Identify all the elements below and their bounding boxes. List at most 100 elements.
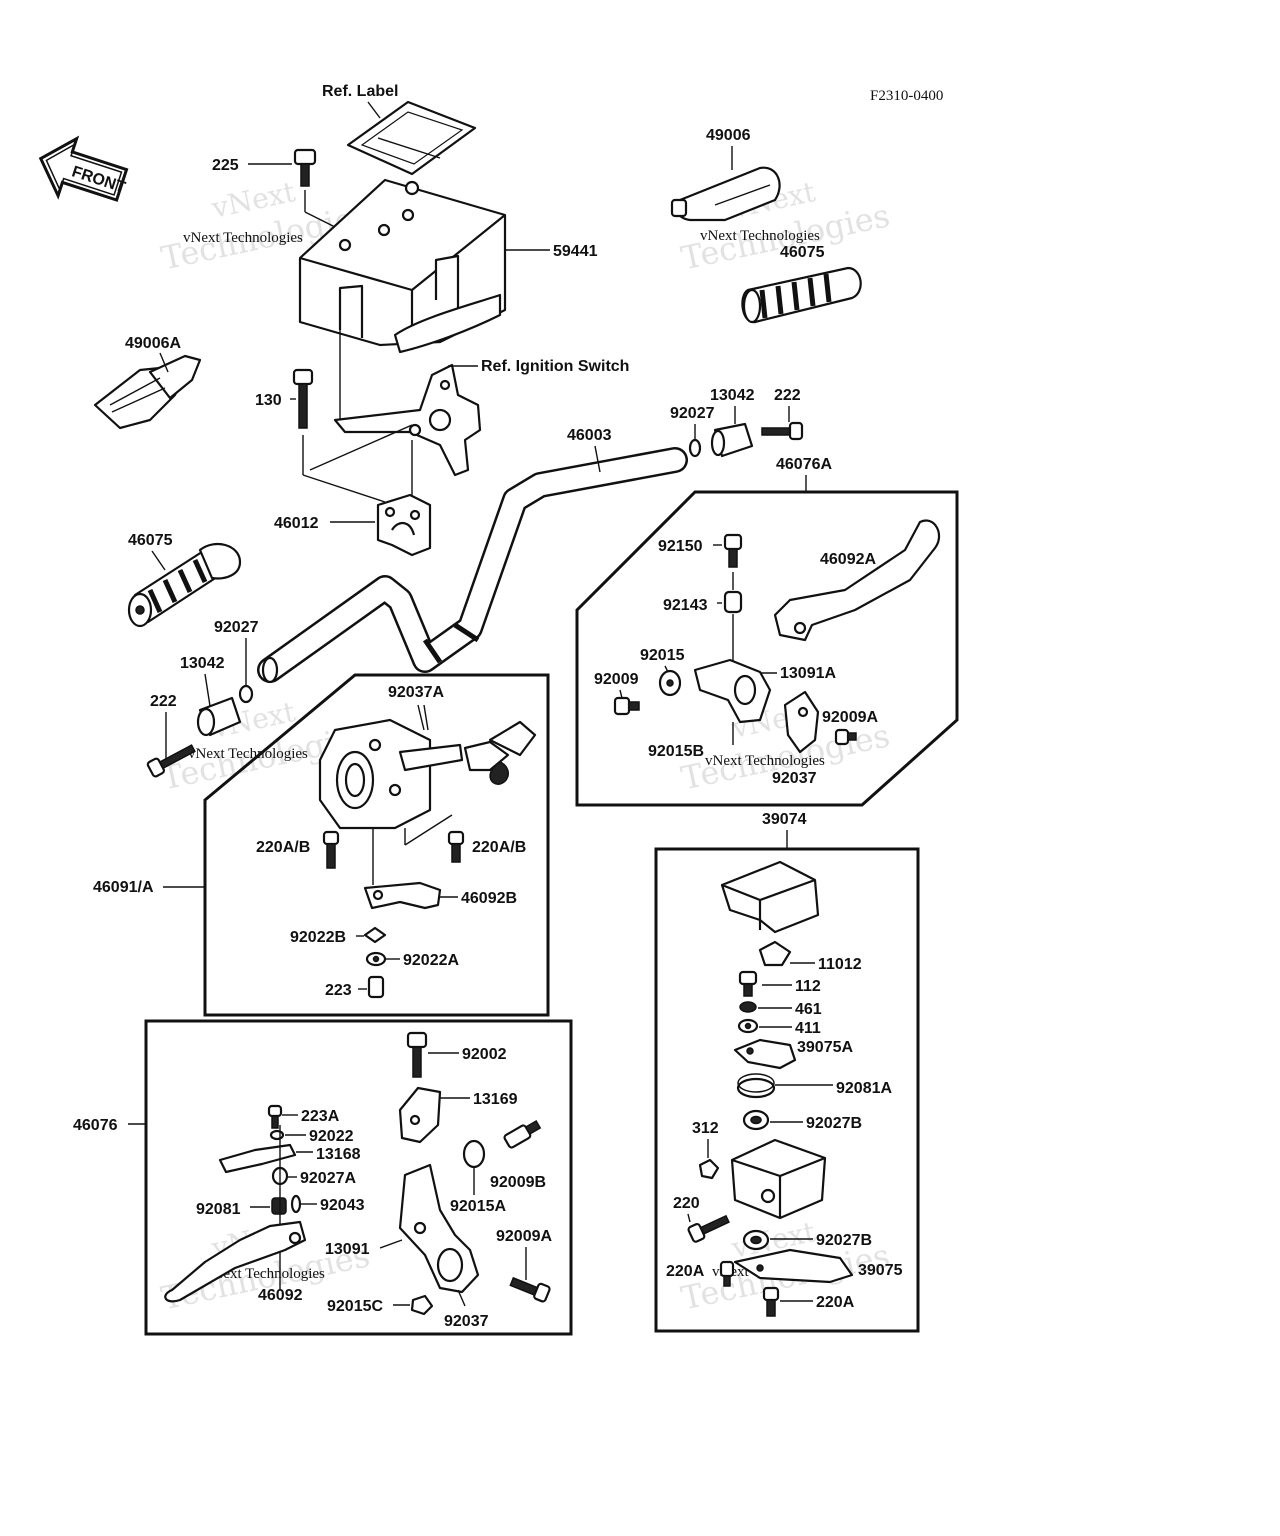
watermark-caption: vNext Technologies — [700, 228, 820, 244]
watermark-caption: vNext Technologies — [705, 753, 825, 769]
box-46091a — [203, 673, 550, 1017]
label-92022a: 92022A — [403, 952, 459, 969]
seal-92027b-lower — [742, 1229, 770, 1251]
screw-220a-left — [719, 1260, 735, 1287]
ignition-key — [463, 720, 537, 785]
washer-92022 — [269, 1129, 285, 1141]
screw-220ab-left — [322, 830, 340, 869]
label-222: 222 — [150, 693, 177, 710]
ignition-switch-bracket — [333, 363, 482, 477]
pin-92043 — [290, 1194, 302, 1214]
label-92043: 92043 — [320, 1197, 365, 1214]
brake-lever-46092 — [164, 1220, 307, 1303]
label-92015a: 92015A — [450, 1198, 506, 1215]
label-13091a: 13091A — [780, 665, 836, 682]
washer-92015 — [658, 669, 682, 697]
label-92015c: 92015C — [327, 1298, 383, 1315]
screw-92009a-bottom — [509, 1276, 551, 1303]
label-46075: 46075 — [128, 532, 173, 549]
washer-461 — [739, 1001, 757, 1013]
nut-312 — [698, 1158, 720, 1180]
label-39075: 39075 — [858, 1262, 903, 1279]
label-46092a: 46092A — [820, 551, 876, 568]
label-13042: 13042 — [180, 655, 225, 672]
label-222-top: 222 — [774, 387, 801, 404]
weight-13042 — [196, 696, 242, 737]
bolt-92002 — [406, 1031, 428, 1078]
label-461: 461 — [795, 1001, 822, 1018]
grip-46075 — [127, 542, 242, 628]
screw-92009a-right — [834, 728, 857, 746]
nut-92015c — [410, 1294, 434, 1316]
screw-220 — [687, 1214, 730, 1243]
collar-92143 — [723, 590, 743, 614]
lever-holder-13091 — [398, 1163, 480, 1294]
label-92022: 92022 — [309, 1128, 354, 1145]
label-92037a: 92037A — [388, 684, 444, 701]
throttle-case-cover — [720, 860, 820, 934]
label-13169: 13169 — [473, 1091, 518, 1108]
label-312: 312 — [692, 1120, 719, 1137]
label-46092: 46092 — [258, 1287, 303, 1304]
label-39074: 39074 — [762, 811, 807, 828]
spring-92081a — [736, 1073, 776, 1099]
watermark-caption: vNext Technologies — [205, 1266, 325, 1282]
handlebar-holder-46012 — [376, 493, 432, 557]
collar-92027-top — [688, 438, 702, 458]
label-92037-bottom: 92037 — [444, 1313, 489, 1330]
label-92009a-bottom: 92009A — [496, 1228, 552, 1245]
label-92037-right: 92037 — [772, 770, 817, 787]
screw-222-top — [761, 421, 804, 441]
label-46091a: 46091/A — [93, 879, 154, 896]
label-13168: 13168 — [316, 1146, 361, 1163]
label-11012: 11012 — [818, 956, 862, 973]
label-92002: 92002 — [462, 1046, 507, 1063]
screw-222 — [146, 744, 196, 778]
label-220a-bottom: 220A — [816, 1294, 855, 1311]
label-92027b-upper: 92027B — [806, 1115, 862, 1132]
label-92081a: 92081A — [836, 1080, 892, 1097]
washer-411 — [737, 1018, 759, 1034]
label-49006a: 49006A — [125, 335, 181, 352]
ref-label-plate — [346, 100, 477, 176]
label-92022b: 92022B — [290, 929, 346, 946]
label-92150: 92150 — [658, 538, 703, 555]
bolt-223a — [267, 1104, 283, 1129]
label-130: 130 — [255, 392, 282, 409]
label-223a: 223A — [301, 1108, 340, 1125]
label-92027-top: 92027 — [670, 405, 715, 422]
label-92027a: 92027A — [300, 1170, 356, 1187]
label-39075a: 39075A — [797, 1039, 853, 1056]
handlebar-46003 — [257, 447, 688, 684]
label-13042-top: 13042 — [710, 387, 755, 404]
label-46076a: 46076A — [776, 456, 832, 473]
watermark-caption: vNext Technologies — [188, 746, 308, 762]
lever-39075a — [733, 1038, 797, 1070]
switch-housing-cover-59441 — [298, 178, 507, 354]
label-220ab-right: 220A/B — [472, 839, 526, 856]
collar-92027 — [238, 684, 254, 704]
throttle-case-39074 — [730, 1138, 827, 1220]
label-411: 411 — [795, 1020, 821, 1037]
label-46075-top: 46075 — [780, 244, 825, 261]
throttle-cover-49006a — [93, 354, 202, 430]
clutch-lever-holder-13091a — [693, 658, 772, 724]
washer-92015a — [462, 1139, 486, 1169]
seal-92027b-upper — [742, 1109, 770, 1131]
label-92009: 92009 — [594, 671, 639, 688]
screw-112 — [738, 970, 758, 997]
throttle-cover-49006 — [670, 166, 781, 222]
weight-13042-top — [710, 422, 754, 458]
screw-92009 — [613, 696, 640, 716]
lever-39075 — [733, 1248, 854, 1284]
front-arrow-icon: FRONT — [38, 135, 129, 202]
switch-housing-46091 — [318, 718, 464, 830]
label-223: 223 — [325, 982, 352, 999]
screw-225 — [293, 148, 317, 187]
label-112: 112 — [795, 978, 821, 995]
screw-92009b — [503, 1120, 542, 1149]
bracket-13169 — [398, 1086, 442, 1144]
label-92009b: 92009B — [490, 1174, 546, 1191]
label-46092b: 46092B — [461, 890, 517, 907]
